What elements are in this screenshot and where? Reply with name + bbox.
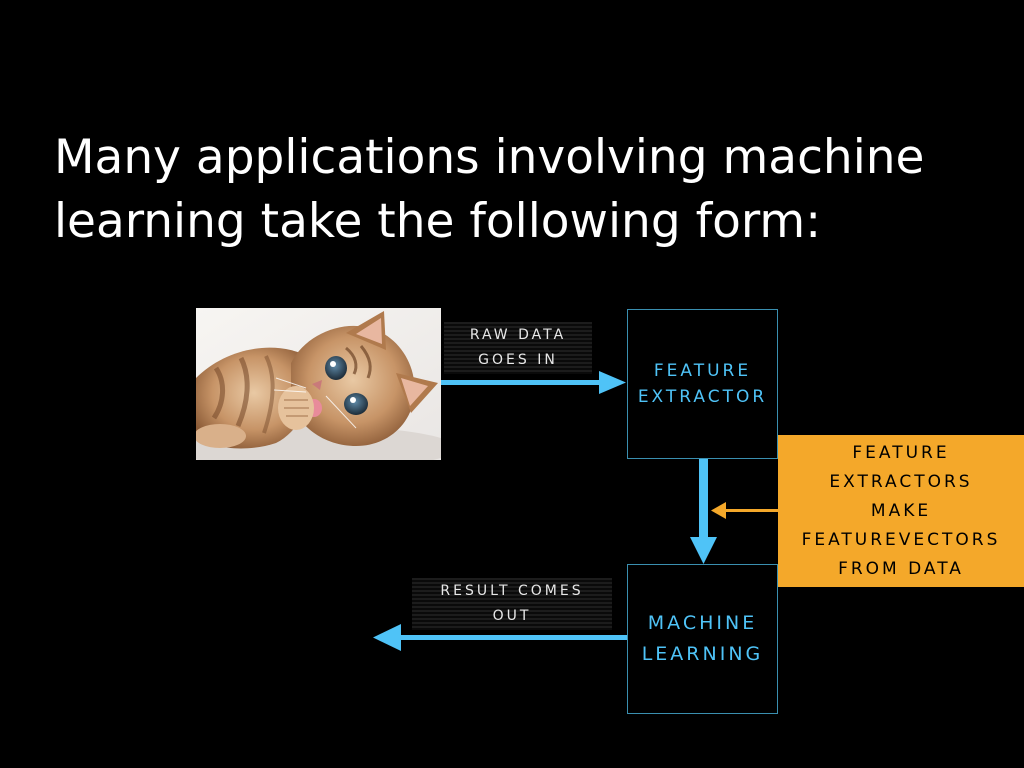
output-arrow xyxy=(373,624,627,651)
raw-data-label-line-1: RAW DATA xyxy=(469,327,567,343)
note-pointer-arrow xyxy=(711,502,790,519)
note-line-3: MAKE xyxy=(870,500,932,521)
feature-extractor-line-2: EXTRACTOR xyxy=(637,387,768,407)
feature-extractors-note: FEATURE EXTRACTORS MAKE FEATUREVECTORS F… xyxy=(778,435,1024,587)
raw-data-label: RAW DATA GOES IN xyxy=(444,322,592,374)
slide-title: Many applications involving machine lear… xyxy=(54,126,994,254)
result-label-line-2: OUT xyxy=(492,608,532,624)
note-line-5: FROM DATA xyxy=(838,558,964,579)
note-line-2: EXTRACTORS xyxy=(829,471,973,492)
machine-learning-line-2: LEARNING xyxy=(641,643,764,665)
machine-learning-box: MACHINE LEARNING xyxy=(627,564,778,714)
note-line-1: FEATURE xyxy=(852,442,950,463)
result-label: RESULT COMES OUT xyxy=(412,578,612,630)
input-arrow xyxy=(441,371,626,394)
feature-extractor-box: FEATURE EXTRACTOR xyxy=(627,309,778,459)
kitten-photo xyxy=(196,308,441,460)
machine-learning-line-1: MACHINE xyxy=(647,612,758,634)
note-line-4: FEATUREVECTORS xyxy=(801,529,1001,550)
result-label-line-1: RESULT COMES xyxy=(440,583,584,599)
title-line-1: Many applications involving machine xyxy=(54,130,925,185)
feature-extractor-line-1: FEATURE xyxy=(653,361,752,381)
down-arrow xyxy=(690,459,717,564)
title-line-2: learning take the following form: xyxy=(54,194,822,249)
raw-data-label-line-2: GOES IN xyxy=(478,352,558,368)
